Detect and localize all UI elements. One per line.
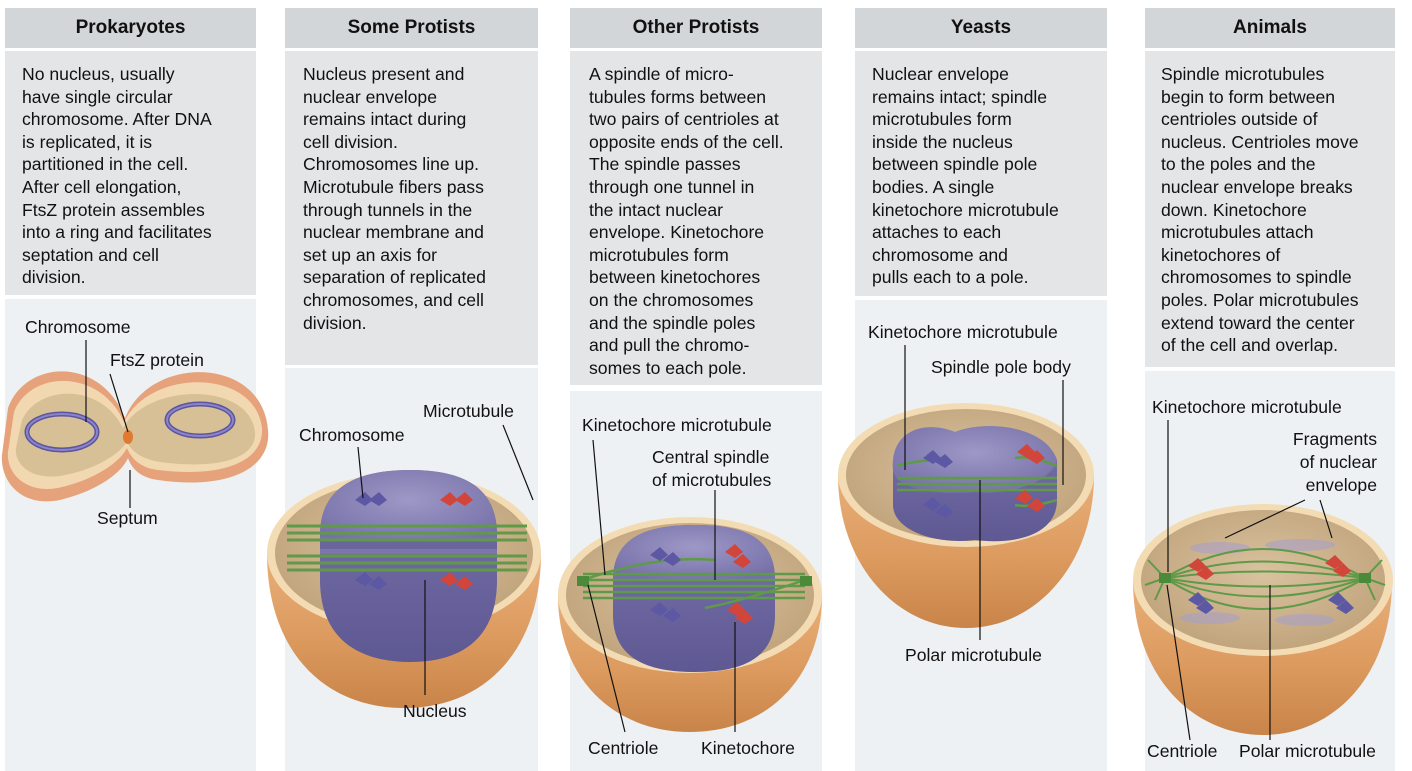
label-nucleus: Nucleus xyxy=(403,701,467,722)
protist-spindle-illustration xyxy=(555,0,825,771)
label-kinetochore-microtubule: Kinetochore microtubule xyxy=(868,322,1058,343)
label-polar-microtubule: Polar microtubule xyxy=(905,645,1042,666)
protist-cell-illustration xyxy=(265,0,540,771)
label-chromosome: Chromosome xyxy=(25,317,131,338)
ftsz-ring xyxy=(123,430,133,444)
label-kinetochore-microtubule: Kinetochore microtubule xyxy=(582,415,772,436)
label-fragments-line-1: Fragments xyxy=(1293,429,1377,450)
label-centriole: Centriole xyxy=(588,738,658,759)
label-fragments-line-3: envelope xyxy=(1306,475,1377,496)
label-central-spindle-line-2: of microtubules xyxy=(652,470,771,491)
column-some-protists: Some Protists Nucleus present and nuclea… xyxy=(285,0,538,771)
label-central-spindle-line-1: Central spindle xyxy=(652,447,769,468)
column-other-protists: Other Protists A spindle of micro- tubul… xyxy=(570,0,822,771)
column-yeasts: Yeasts Nuclear envelope remains intact; … xyxy=(855,0,1107,771)
centriole-left xyxy=(1159,573,1171,583)
label-septum: Septum xyxy=(97,508,158,529)
label-chromosome: Chromosome xyxy=(299,425,405,446)
label-centriole: Centriole xyxy=(1147,741,1217,762)
column-animals: Animals Spindle microtubules begin to fo… xyxy=(1145,0,1395,771)
column-prokaryotes: Prokaryotes No nucleus, usually have sin… xyxy=(5,0,256,771)
bacterial-cell xyxy=(2,371,268,501)
centriole-right xyxy=(800,576,812,586)
label-kinetochore: Kinetochore xyxy=(701,738,795,759)
label-microtubule: Microtubule xyxy=(423,401,514,422)
animal-cell-illustration xyxy=(1130,0,1395,771)
label-polar-microtubule: Polar microtubule xyxy=(1239,741,1376,762)
label-spindle-pole-body: Spindle pole body xyxy=(931,357,1071,378)
prokaryote-cell-illustration xyxy=(0,0,262,771)
centriole-left xyxy=(577,576,589,586)
label-kinetochore-microtubule: Kinetochore microtubule xyxy=(1152,397,1342,418)
label-fragments-line-2: of nuclear xyxy=(1300,452,1377,473)
label-ftsz-protein: FtsZ protein xyxy=(110,350,204,371)
centriole-right xyxy=(1359,573,1371,583)
